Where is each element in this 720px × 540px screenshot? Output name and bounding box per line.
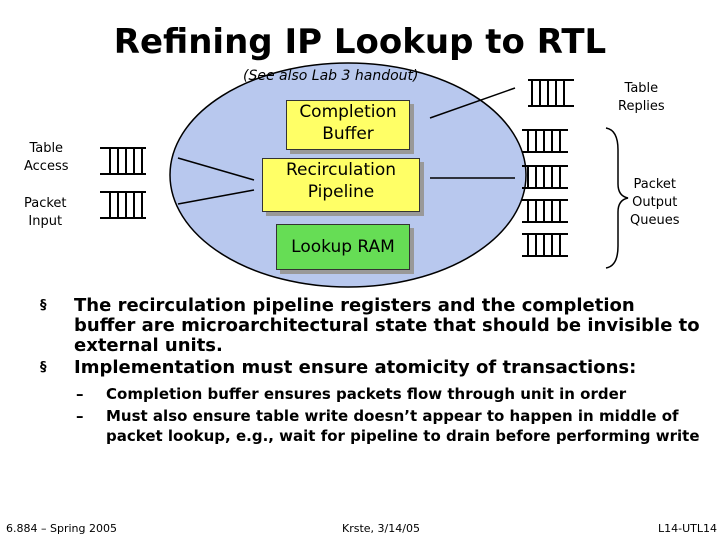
bullet-item: § The recirculation pipeline registers a…	[40, 296, 700, 356]
table-access-queue	[100, 147, 146, 175]
sub-bullet-marker: –	[76, 385, 84, 403]
table-access-label: Table Access	[24, 141, 69, 174]
bullet-item: § Implementation must ensure atomicity o…	[40, 358, 700, 378]
packet-output-queues-label: Packet Output Queues	[630, 177, 680, 228]
bullet-marker: §	[40, 298, 47, 313]
output-queues-brace	[605, 127, 629, 269]
table-replies-label: Table Replies	[618, 81, 665, 114]
sub-bullet-item: – Completion buffer ensures packets flow…	[40, 384, 700, 404]
slide-subtitle: (See also Lab 3 handout)	[243, 68, 419, 84]
completion-buffer-box: Completion Buffer	[286, 100, 410, 150]
slide-title: Refining IP Lookup to RTL	[113, 22, 607, 62]
input-arrows	[177, 87, 516, 205]
sub-bullet-item: – Must also ensure table write doesn’t a…	[40, 406, 700, 446]
sub-bullet-marker: –	[76, 407, 84, 425]
table-replies-queue	[528, 79, 574, 107]
bullet-list: § The recirculation pipeline registers a…	[40, 296, 700, 446]
footer-course: 6.884 – Spring 2005	[6, 522, 117, 535]
lookup-ram-box: Lookup RAM	[276, 224, 410, 270]
footer-slide-number: L14-UTL14	[658, 522, 717, 535]
footer-author-date: Krste, 3/14/05	[342, 522, 420, 535]
packet-input-queue	[100, 191, 146, 219]
recirculation-pipeline-box: Recirculation Pipeline	[262, 158, 420, 212]
packet-input-label: Packet Input	[24, 196, 67, 229]
bullet-text: Implementation must ensure atomicity of …	[74, 357, 637, 378]
bullet-text: The recirculation pipeline registers and…	[74, 295, 700, 356]
sub-bullet-text: Must also ensure table write doesn’t app…	[106, 407, 700, 445]
packet-output-queues	[522, 129, 568, 257]
bullet-marker: §	[40, 360, 47, 375]
sub-bullet-text: Completion buffer ensures packets flow t…	[106, 385, 627, 403]
